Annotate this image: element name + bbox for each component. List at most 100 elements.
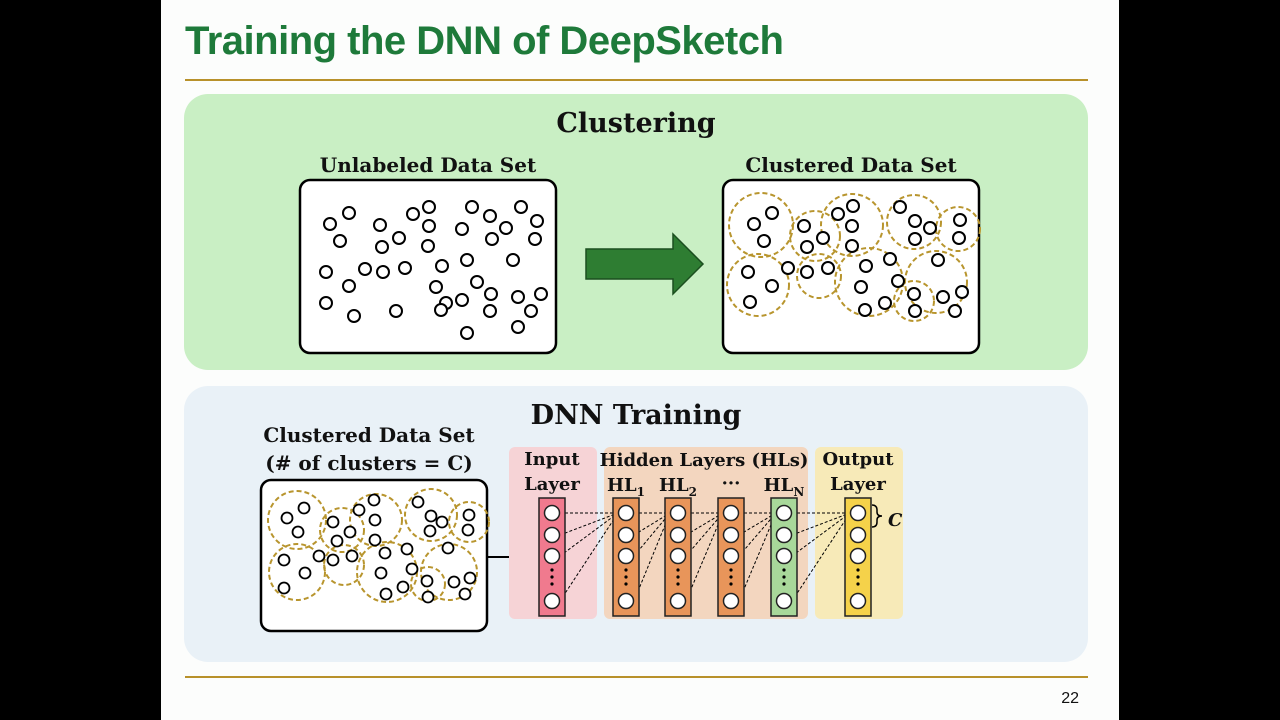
data-point bbox=[375, 240, 389, 254]
neuron-ellipsis-dot bbox=[550, 582, 554, 586]
data-point bbox=[345, 549, 359, 563]
slide: Training the DNN of DeepSketch 22 Cluste… bbox=[161, 0, 1119, 720]
data-point bbox=[506, 253, 520, 267]
hidden-layers-label: Hidden Layers (HLs) bbox=[600, 450, 809, 471]
data-point bbox=[396, 580, 410, 594]
connection bbox=[685, 512, 724, 602]
cluster-ring bbox=[726, 253, 790, 317]
neuron-ellipsis-dot bbox=[550, 575, 554, 579]
data-point bbox=[435, 259, 449, 273]
data-point bbox=[455, 222, 469, 236]
data-point bbox=[298, 566, 312, 580]
data-point bbox=[461, 523, 475, 537]
data-point bbox=[948, 304, 962, 318]
data-point bbox=[435, 515, 449, 529]
data-point bbox=[319, 296, 333, 310]
neuron bbox=[775, 592, 793, 610]
neuron-ellipsis-dot bbox=[782, 575, 786, 579]
cluster-ring bbox=[448, 501, 490, 543]
output-layer-label-line2: Layer bbox=[830, 474, 886, 495]
data-point bbox=[398, 261, 412, 275]
data-point bbox=[747, 217, 761, 231]
data-point bbox=[845, 219, 859, 233]
data-point bbox=[447, 575, 461, 589]
data-point bbox=[530, 214, 544, 228]
data-point bbox=[422, 219, 436, 233]
data-point bbox=[378, 546, 392, 560]
data-point bbox=[765, 279, 779, 293]
data-point bbox=[908, 214, 922, 228]
data-point bbox=[528, 232, 542, 246]
data-point bbox=[422, 200, 436, 214]
neuron-ellipsis-dot bbox=[782, 568, 786, 572]
neuron-ellipsis-dot bbox=[782, 582, 786, 586]
data-point bbox=[326, 553, 340, 567]
cluster-ring bbox=[886, 194, 942, 250]
neuron-ellipsis-dot bbox=[624, 575, 628, 579]
neuron bbox=[617, 504, 635, 522]
connection bbox=[633, 512, 671, 557]
data-point bbox=[800, 240, 814, 254]
neuron-ellipsis-dot bbox=[729, 575, 733, 579]
neuron bbox=[849, 592, 867, 610]
cluster-ring bbox=[820, 193, 884, 257]
clustered-data-set-label: Clustered Data Set bbox=[745, 153, 957, 177]
data-point bbox=[342, 206, 356, 220]
data-point bbox=[931, 253, 945, 267]
data-point bbox=[781, 261, 795, 275]
input-layer-label-line1: Input bbox=[524, 449, 580, 470]
data-point bbox=[291, 525, 305, 539]
neuron bbox=[669, 526, 687, 544]
data-point bbox=[374, 566, 388, 580]
data-point bbox=[379, 587, 393, 601]
connection bbox=[559, 512, 619, 602]
clustering-heading: Clustering bbox=[556, 108, 715, 139]
data-point bbox=[297, 501, 311, 515]
data-point bbox=[955, 285, 969, 299]
neuron bbox=[669, 547, 687, 565]
hl-ellipsis: ··· bbox=[722, 473, 741, 494]
data-point bbox=[368, 533, 382, 547]
neuron bbox=[722, 547, 740, 565]
neuron bbox=[617, 547, 635, 565]
data-point bbox=[854, 280, 868, 294]
training-dataset-label-line2: (# of clusters = C) bbox=[265, 451, 473, 475]
data-point bbox=[952, 231, 966, 245]
neuron-ellipsis-dot bbox=[856, 582, 860, 586]
data-point bbox=[831, 207, 845, 221]
data-point bbox=[458, 587, 472, 601]
data-point bbox=[908, 232, 922, 246]
data-point bbox=[757, 234, 771, 248]
data-point bbox=[376, 265, 390, 279]
neuron bbox=[669, 504, 687, 522]
data-point bbox=[907, 287, 921, 301]
data-point bbox=[460, 326, 474, 340]
connection bbox=[559, 512, 619, 536]
cluster-ring bbox=[319, 507, 365, 553]
neuron-ellipsis-dot bbox=[729, 582, 733, 586]
cluster-ring bbox=[404, 488, 458, 542]
connection bbox=[685, 512, 724, 557]
data-point bbox=[460, 253, 474, 267]
data-point bbox=[424, 509, 438, 523]
neuron bbox=[775, 526, 793, 544]
data-point bbox=[483, 209, 497, 223]
data-point bbox=[421, 590, 435, 604]
neuron bbox=[543, 592, 561, 610]
data-point bbox=[485, 232, 499, 246]
neuron bbox=[617, 592, 635, 610]
data-point bbox=[908, 304, 922, 318]
clustering-arrow bbox=[585, 232, 705, 296]
data-point bbox=[846, 199, 860, 213]
connection bbox=[791, 512, 851, 536]
data-point bbox=[312, 549, 326, 563]
neuron bbox=[849, 526, 867, 544]
data-point bbox=[441, 541, 455, 555]
unlabeled-data-points bbox=[319, 200, 548, 340]
connection bbox=[633, 512, 671, 602]
data-point bbox=[277, 553, 291, 567]
cluster-ring bbox=[904, 250, 968, 314]
neuron bbox=[722, 592, 740, 610]
data-point bbox=[389, 304, 403, 318]
data-point bbox=[280, 511, 294, 525]
